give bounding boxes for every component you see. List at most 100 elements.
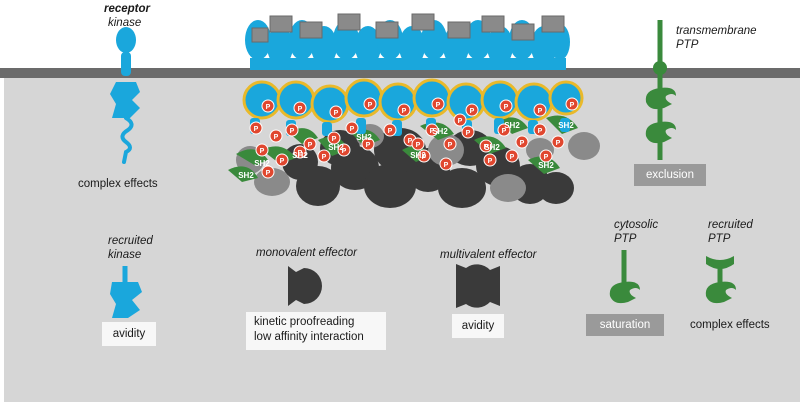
phospho-site-label: P (334, 110, 339, 117)
phospho-site-label: P (556, 140, 561, 147)
sh2-label: SH2 (504, 121, 520, 130)
transmembrane-ptp-line2: PTP (676, 39, 699, 51)
phospho-site (269, 129, 283, 143)
phospho-site (499, 99, 513, 113)
phospho-site (411, 137, 425, 151)
transmembrane-ptp-line1: transmembrane (676, 25, 757, 37)
phospho-site (443, 137, 457, 151)
phospho-site-label: P (368, 102, 373, 109)
phospho-site-label: P (308, 142, 313, 149)
phospho-site (505, 149, 519, 163)
phospho-site-label: P (266, 104, 271, 111)
phospho-site-label: P (266, 170, 271, 177)
cytosolic-ptp-icon (609, 250, 640, 304)
receptor-kinase-icon (110, 27, 140, 164)
phospho-site-label: P (538, 108, 543, 115)
phospho-site-label: P (402, 108, 407, 115)
phospho-site (533, 123, 547, 137)
phospho-site (439, 157, 453, 171)
recruited-kinase-line1: recruited (108, 235, 153, 247)
phospho-site (361, 137, 375, 151)
phospho-site-label: P (448, 142, 453, 149)
recruited-ptp-line2: PTP (708, 233, 731, 245)
sh2-label: SH2 (432, 127, 448, 136)
kinetic-proofreading-line1: kinetic proofreading (254, 316, 355, 328)
monovalent-effector-icon (288, 266, 322, 306)
phospho-site (261, 165, 275, 179)
phospho-site (363, 97, 377, 111)
phospho-site-label: P (350, 126, 355, 133)
phospho-site-label: P (520, 140, 525, 147)
plasma-membrane (0, 68, 800, 78)
phospho-site-label: P (502, 128, 507, 135)
phospho-site (327, 131, 341, 145)
phospho-site-label: P (436, 102, 441, 109)
phospho-site (565, 97, 579, 111)
phospho-site-label: P (408, 138, 413, 145)
avidity-mid-badge: avidity (452, 314, 504, 338)
phospho-site (293, 145, 307, 159)
phospho-site (551, 135, 565, 149)
receptor-kinase-line1: receptor (104, 3, 151, 15)
receptor-kinase-line2: kinase (108, 17, 142, 29)
phospho-site-label: P (570, 102, 575, 109)
complex-effects-left-label: complex effects (78, 178, 158, 190)
phospho-site (255, 143, 269, 157)
phospho-site (465, 103, 479, 117)
phospho-site-label: P (322, 154, 327, 161)
phospho-site (425, 123, 439, 137)
phospho-site (539, 149, 553, 163)
phospho-site (431, 97, 445, 111)
phospho-site-label: P (280, 158, 285, 165)
phospho-site (261, 99, 275, 113)
phospho-site-label: P (488, 158, 493, 165)
sh2-label: SH2 (538, 161, 554, 170)
phospho-site (461, 125, 475, 139)
phospho-site-label: P (430, 128, 435, 135)
phospho-site (303, 137, 317, 151)
phospho-site (275, 153, 289, 167)
phospho-site (345, 121, 359, 135)
phospho-site (453, 113, 467, 127)
phospho-site-label: P (416, 142, 421, 149)
exclusion-badge: exclusion (634, 164, 706, 186)
sh2-label: SH2 (238, 171, 254, 180)
phospho-site-label: P (458, 118, 463, 125)
phospho-site (249, 121, 263, 135)
phospho-site-label: P (366, 142, 371, 149)
phospho-site (285, 123, 299, 137)
phospho-site-label: P (388, 128, 393, 135)
phospho-site (515, 135, 529, 149)
kinetic-proofreading-line2: low affinity interaction (254, 331, 364, 343)
sh2-label: SH2 (328, 143, 344, 152)
phospho-site-label: P (332, 136, 337, 143)
phospho-site-label: P (444, 162, 449, 169)
sh2-label: SH2 (484, 143, 500, 152)
phospho-site-label: P (342, 148, 347, 155)
phospho-site-label: P (422, 154, 427, 161)
phospho-site-label: P (298, 106, 303, 113)
avidity-left-badge: avidity (102, 322, 156, 346)
phospho-site-label: P (254, 126, 259, 133)
saturation-badge: saturation (586, 314, 664, 336)
phospho-site-label: P (274, 134, 279, 141)
phospho-site-label: P (260, 148, 265, 155)
phospho-site (293, 101, 307, 115)
phospho-site-label: P (484, 144, 489, 151)
transmembrane-ptp-icon (645, 20, 676, 160)
phospho-site (479, 139, 493, 153)
sh2-label: SH2 (356, 133, 372, 142)
multivalent-effector-label: multivalent effector (440, 249, 537, 261)
phospho-site-label: P (538, 128, 543, 135)
cytosolic-ptp-line1: cytosolic (614, 219, 659, 231)
receptor-kinase-title: receptor (104, 2, 150, 16)
phospho-site (497, 123, 511, 137)
sh2-label: SH2 (558, 121, 574, 130)
phospho-site-label: P (470, 108, 475, 115)
phospho-site (483, 153, 497, 167)
phospho-site-label: P (298, 150, 303, 157)
phospho-site-label: P (544, 154, 549, 161)
